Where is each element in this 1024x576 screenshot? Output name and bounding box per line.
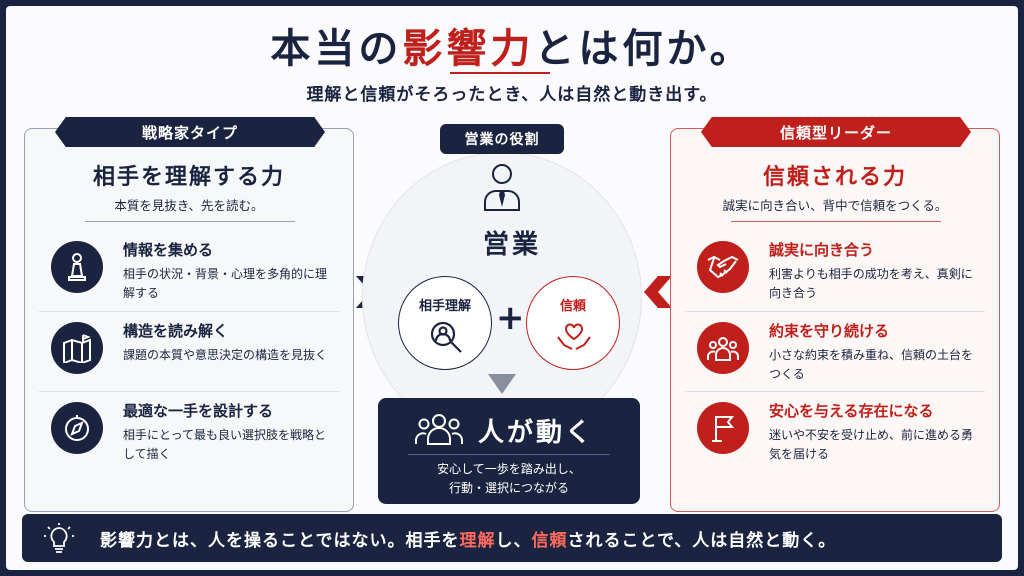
sales-role-tag: 営業の役割 (440, 124, 564, 154)
flag-icon (697, 402, 749, 454)
list-item: 約束を守り続ける 小さな約束を積み重ね、信頼の土台をつくる (685, 311, 985, 389)
understanding-circle: 相手理解 (398, 276, 492, 370)
divider (85, 221, 295, 222)
trust-circle: 信頼 (526, 276, 620, 370)
strategist-heading: 相手を理解する力 (92, 165, 285, 190)
lightbulb-icon (44, 523, 74, 553)
strategist-panel: 戦略家タイプ 相手を理解する力 本質を見抜き、先を読む。 情報を集める 相手の状… (24, 117, 354, 512)
divider (408, 454, 610, 455)
group-icon (415, 414, 463, 445)
page-subtitle: 理解と信頼がそろったとき、人は自然と動き出す。 (306, 85, 718, 105)
trust-leader-tag: 信頼型リーダー (701, 117, 971, 147)
trust-leader-heading: 信頼される力 (762, 165, 907, 190)
trust-leader-panel: 信頼型リーダー 信頼される力 誠実に向き合い、背中で信頼をつくる。 誠実に向き合… (670, 117, 1000, 512)
heart-hands-icon (557, 323, 591, 350)
list-item: 構造を読み解く 課題の本質や意思決定の構造を見抜く (39, 311, 339, 389)
strategist-sub: 本質を見抜き、先を読む。 (114, 198, 264, 213)
compass-icon (51, 402, 103, 454)
people-move-box: 人が動く 安心して一歩を踏み出し、 行動・選択につながる (378, 398, 640, 504)
conclusion-text: 影響力とは、人を操ることではない。相手を理解し、信頼されることで、人は自然と動く… (100, 530, 837, 551)
strategist-tag: 戦略家タイプ (55, 117, 325, 147)
plus-sign: + (496, 298, 525, 338)
divider (731, 221, 941, 222)
list-item: 情報を集める 相手の状況・背景・心理を多角的に理解する (39, 231, 339, 309)
businessperson-icon (484, 164, 520, 211)
search-person-icon (430, 321, 462, 353)
title-highlight: 影響力 (402, 25, 535, 72)
map-flag-icon (51, 322, 103, 374)
trust-leader-sub: 誠実に向き合い、背中で信頼をつくる。 (722, 198, 948, 213)
team-icon (697, 322, 749, 374)
handshake-icon (697, 241, 749, 293)
down-arrow-icon (488, 374, 516, 394)
title-underline (450, 72, 550, 74)
chess-pawn-icon (51, 241, 103, 293)
arrow-left-icon (644, 276, 672, 308)
infographic-frame: 本当の影響力とは何か。 理解と信頼がそろったとき、人は自然と動き出す。 戦略家タ… (6, 6, 1018, 570)
list-item: 安心を与える存在になる 迷いや不安を受け止め、前に進める勇気を届ける (685, 391, 985, 469)
list-item: 最適な一手を設計する 相手にとって最も良い選択肢を戦略として描く (39, 391, 339, 469)
page-title: 本当の影響力とは何か。 (270, 25, 754, 72)
sales-label: 営業 (482, 230, 541, 260)
conclusion-banner: 影響力とは、人を操ることではない。相手を理解し、信頼されることで、人は自然と動く… (22, 514, 1002, 562)
list-item: 誠実に向き合う 利害よりも相手の成功を考え、真剣に向き合う (685, 231, 985, 309)
